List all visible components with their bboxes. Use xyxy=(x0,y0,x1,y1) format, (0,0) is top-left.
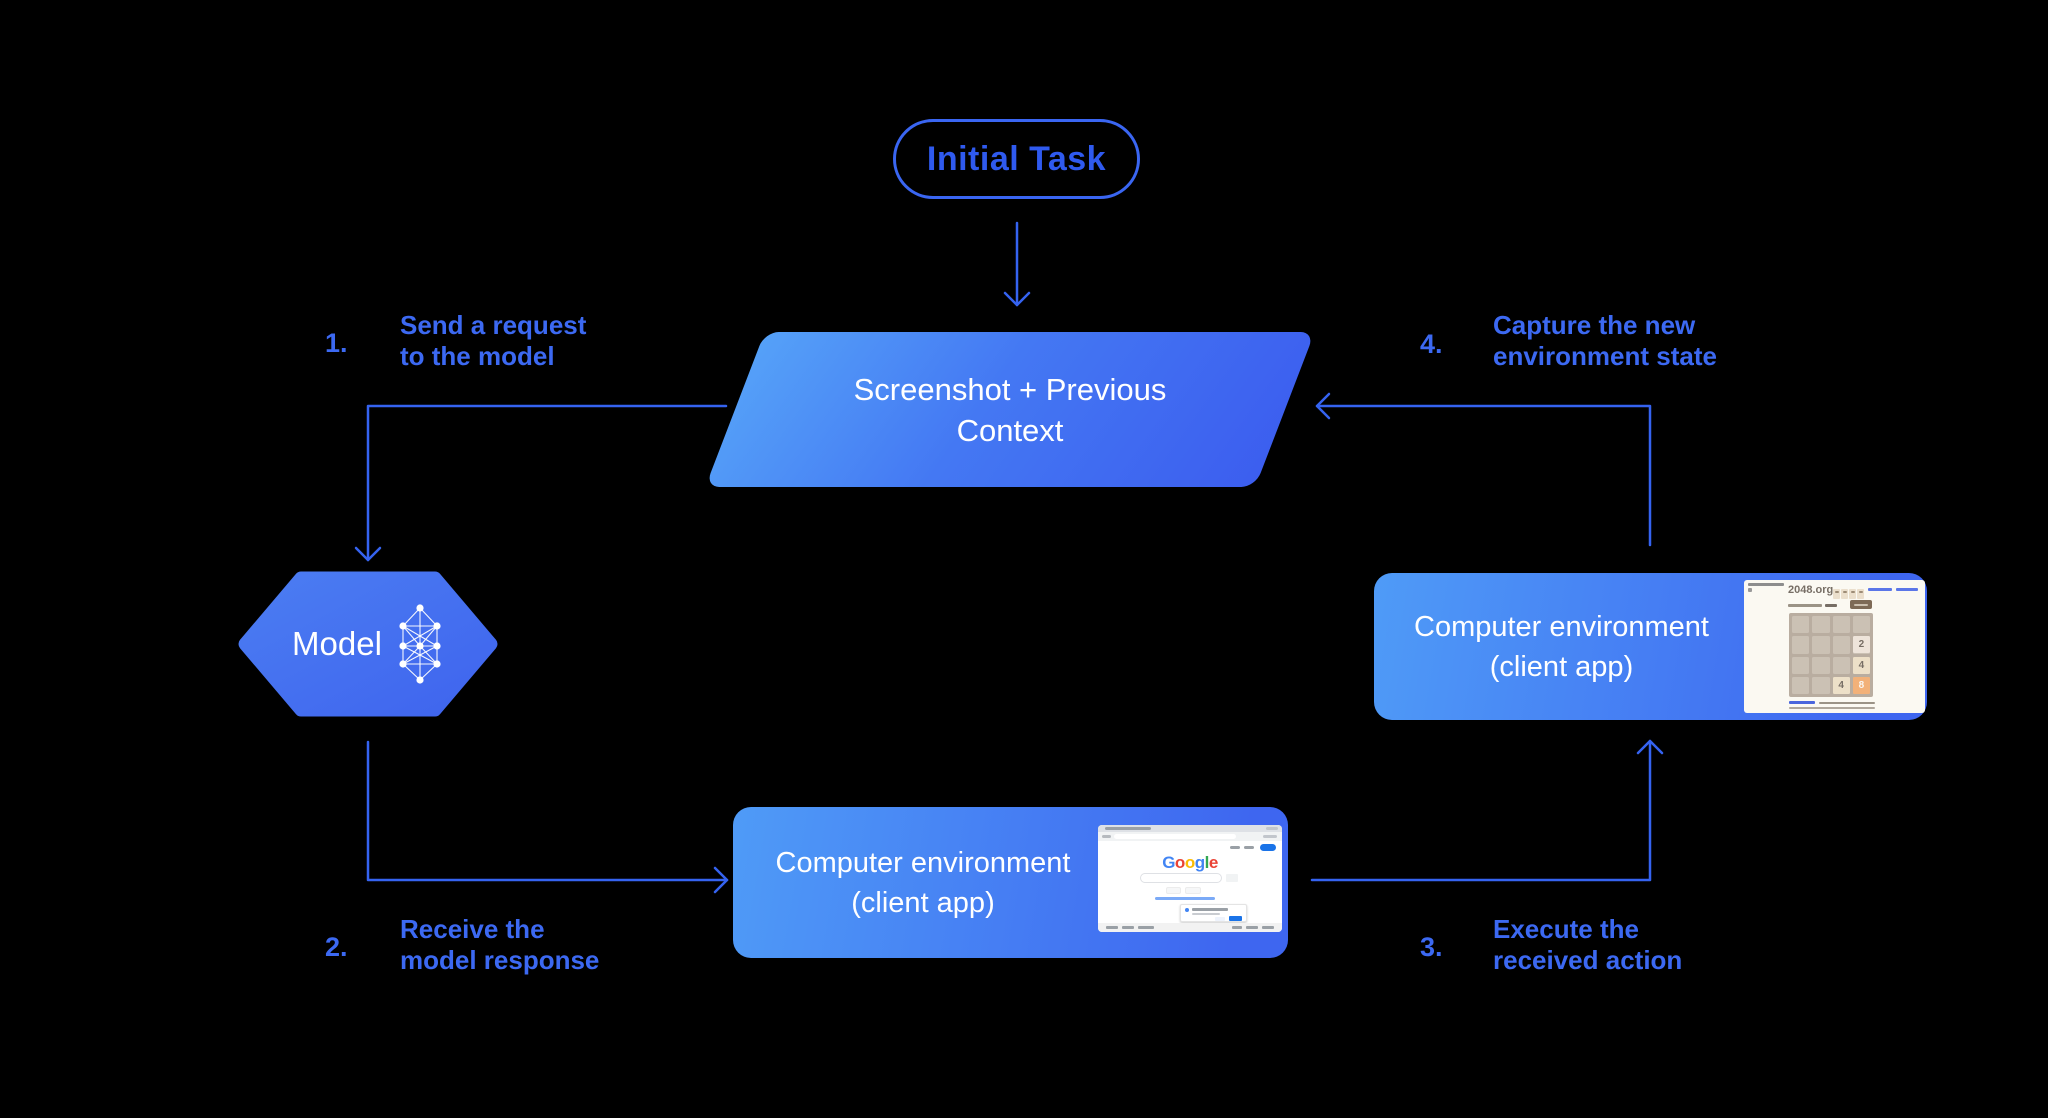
env-bottom-label: Computer environment (client app) xyxy=(775,846,1071,919)
url-field xyxy=(1114,834,1236,839)
score-box xyxy=(1841,589,1848,599)
connector-env-right-to-screenshot xyxy=(1315,392,1652,547)
browser-address-bar xyxy=(1098,832,1282,841)
board-cell xyxy=(1812,636,1830,654)
search-aux-box xyxy=(1226,874,1238,882)
step-1-label: Send a request to the model xyxy=(400,310,587,371)
footer-link-bar xyxy=(1262,926,1274,929)
screenshot-context-node: Screenshot + Previous Context xyxy=(705,332,1315,487)
instruction-text-bar xyxy=(1788,604,1822,607)
board-cell xyxy=(1832,656,1850,674)
google-search-box xyxy=(1140,873,1222,883)
footer-link-bar xyxy=(1122,926,1134,929)
board-cell xyxy=(1852,616,1870,634)
google-logo: Google xyxy=(1098,853,1282,873)
step-3-number: 3. xyxy=(1420,932,1443,962)
neural-network-icon xyxy=(399,604,441,684)
screenshot-context-label: Screenshot + Previous Context xyxy=(853,371,1167,448)
google-logo-letter: o xyxy=(1184,853,1195,872)
bottom-text-bar xyxy=(1819,701,1875,704)
score-box xyxy=(1833,589,1840,599)
env-bottom-node: Computer environment (client app) Google xyxy=(733,807,1288,958)
new-game-button xyxy=(1850,600,1872,609)
browser-tab-bar xyxy=(1098,825,1282,832)
board-cell xyxy=(1832,636,1850,654)
step-2-number: 2. xyxy=(325,932,348,962)
env-right-node: Computer environment (client app) 2048.o… xyxy=(1374,573,1927,720)
instruction-bold-bar xyxy=(1825,603,1837,607)
board-cell xyxy=(1792,676,1810,694)
sign-in-button xyxy=(1260,844,1276,851)
site-title: 2048.org xyxy=(1788,584,1834,596)
dialog-text-bar xyxy=(1192,912,1220,915)
nav-buttons xyxy=(1102,835,1111,838)
score-box xyxy=(1857,589,1864,599)
google-logo-letter: G xyxy=(1162,853,1175,872)
model-node: Model xyxy=(238,570,498,718)
board-cell xyxy=(1792,636,1810,654)
google-logo-letter: o xyxy=(1174,853,1185,872)
board-cell xyxy=(1832,616,1850,634)
step-3-label: Execute the received action xyxy=(1493,914,1683,975)
page-top-icon xyxy=(1748,588,1752,592)
step-2-label: Receive the model response xyxy=(400,914,600,975)
env-right-label: Computer environment (client app) xyxy=(1414,610,1709,683)
board-cell xyxy=(1792,656,1810,674)
browser-dialog xyxy=(1180,904,1247,922)
board-tile-2: 2 xyxy=(1852,636,1870,654)
footer-link-bar xyxy=(1246,926,1258,929)
google-footer xyxy=(1098,923,1282,932)
step-1-number: 1. xyxy=(325,328,348,358)
score-box xyxy=(1849,589,1856,599)
step-4-number: 4. xyxy=(1420,329,1443,359)
connector-model-to-env-bottom xyxy=(366,740,729,894)
dialog-secondary-button xyxy=(1215,916,1225,921)
dialog-primary-button xyxy=(1229,916,1242,921)
hexagon-shape xyxy=(238,571,498,717)
bottom-text-bar xyxy=(1789,706,1875,709)
connector-initialtask-to-screenshot xyxy=(1003,221,1031,307)
footer-link-bar xyxy=(1232,926,1242,929)
model-label: Model xyxy=(292,625,382,662)
images-link-bar xyxy=(1244,846,1254,849)
connector-env-bottom-to-env-right xyxy=(1310,739,1664,882)
google-logo-letter: e xyxy=(1208,853,1218,872)
dialog-text-bar xyxy=(1192,908,1228,911)
board-cell xyxy=(1792,616,1810,634)
initial-task-node: Initial Task xyxy=(893,119,1140,199)
connector-screenshot-to-model xyxy=(354,404,728,562)
lucky-button xyxy=(1185,887,1201,894)
board-cell xyxy=(1812,616,1830,634)
bottom-link-bar xyxy=(1789,701,1815,704)
google-logo-letter: l xyxy=(1204,853,1210,872)
window-controls xyxy=(1266,827,1278,830)
google-browser-thumbnail: Google xyxy=(1098,825,1282,932)
footer-link-bar xyxy=(1106,926,1118,929)
board-cell xyxy=(1812,656,1830,674)
board-tile-4: 4 xyxy=(1852,656,1870,674)
initial-task-label: Initial Task xyxy=(926,139,1107,178)
step-4-label: Capture the new environment state xyxy=(1493,310,1717,371)
top-link-bar xyxy=(1896,588,1918,591)
search-button xyxy=(1166,887,1181,894)
board-tile-4: 4 xyxy=(1832,676,1850,694)
gmail-link-bar xyxy=(1230,846,1240,849)
google-logo-letter: g xyxy=(1194,853,1205,872)
browser-tab-title xyxy=(1105,827,1151,830)
board-tile-8: 8 xyxy=(1852,676,1870,694)
page-top-text-bar xyxy=(1748,583,1784,586)
language-link-bar xyxy=(1155,897,1215,900)
address-bar-icons xyxy=(1263,835,1277,838)
dialog-icon xyxy=(1185,908,1189,912)
top-link-bar xyxy=(1868,588,1892,591)
footer-link-bar xyxy=(1138,926,1154,929)
board-cell xyxy=(1812,676,1830,694)
